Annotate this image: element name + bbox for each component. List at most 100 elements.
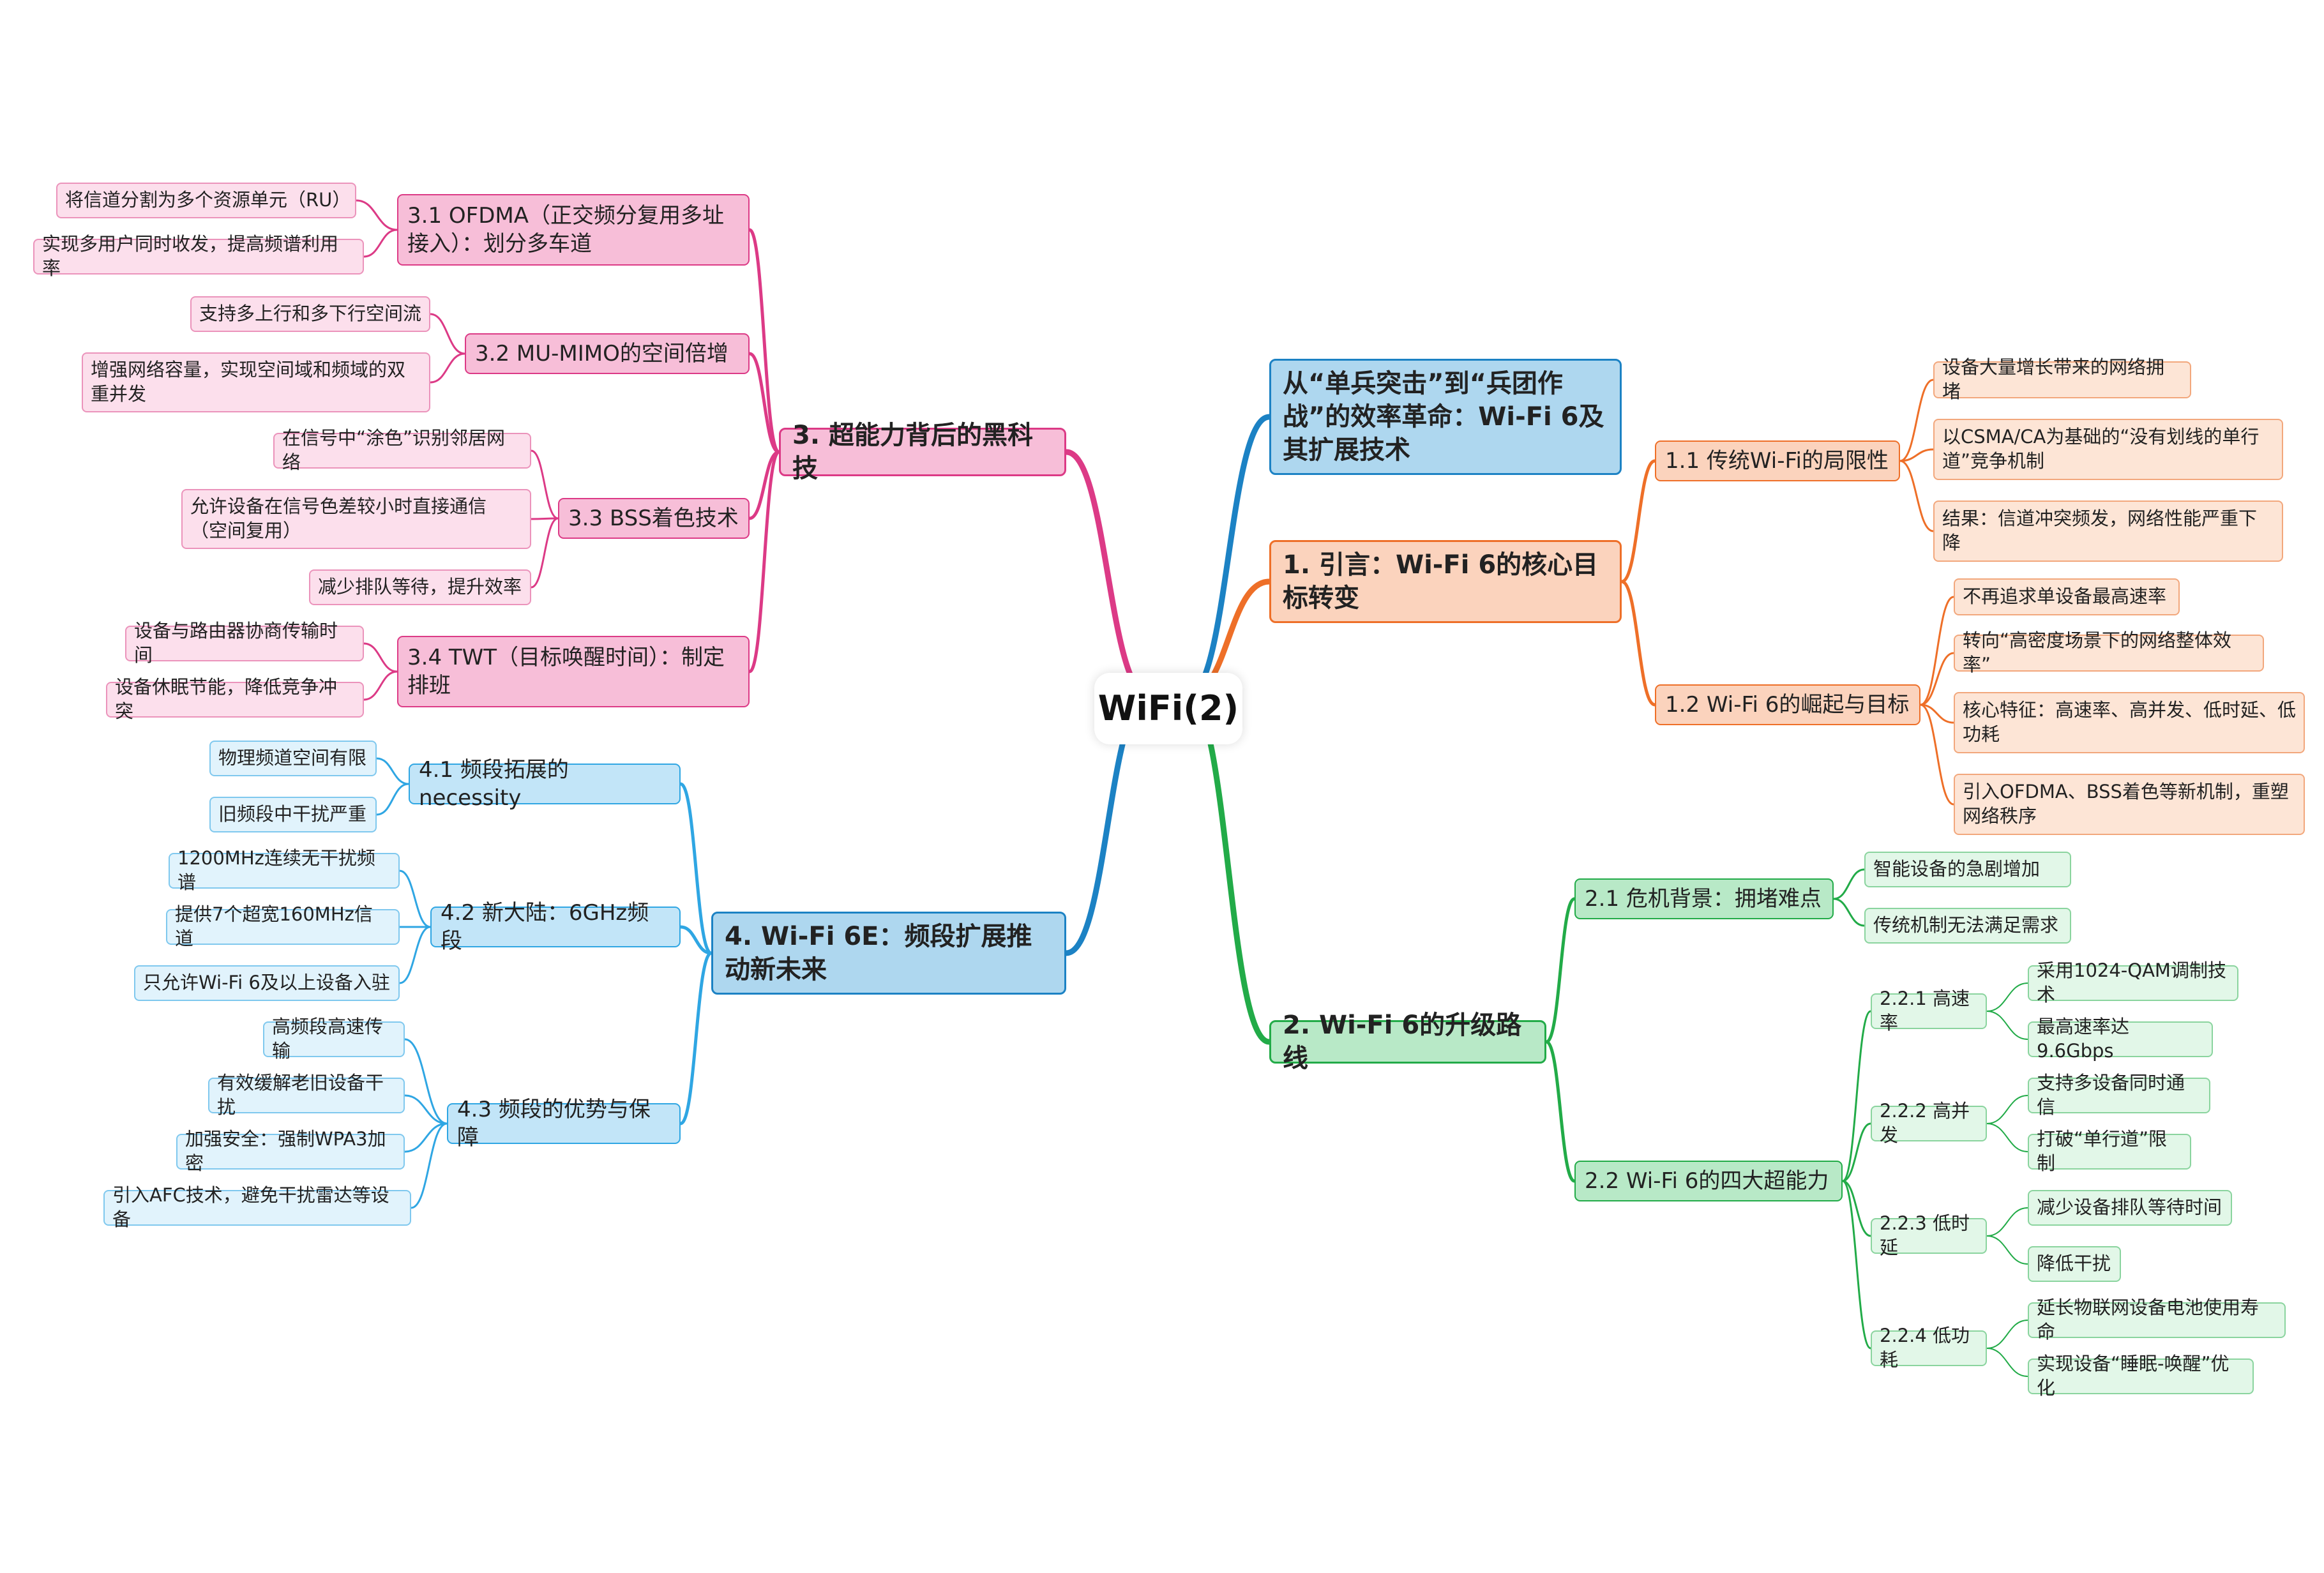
subtopic-2-2-2[interactable]: 2.2.2 高并发	[1871, 1100, 1987, 1146]
leaf-2-2-3-1[interactable]: 减少设备排队等待时间	[2028, 1190, 2232, 1226]
leaf-2-2-4-2[interactable]: 实现设备“睡眠-唤醒”优化	[2028, 1353, 2254, 1399]
connector	[748, 450, 781, 520]
connector	[1184, 693, 1272, 1045]
subtopic-3-4[interactable]: 3.4 TWT（目标唤醒时间）：制定排班	[397, 636, 750, 707]
connector	[1841, 1180, 1872, 1237]
connector	[530, 517, 559, 520]
connector	[1841, 1180, 1872, 1350]
connector	[679, 925, 713, 955]
leaf-4-3-2[interactable]: 有效缓解老旧设备干扰	[208, 1072, 405, 1118]
connector	[1919, 704, 1955, 806]
leaf-2-2-2-2[interactable]: 打破“单行道”限制	[2028, 1128, 2191, 1174]
connector	[375, 783, 410, 816]
connector	[1544, 1040, 1576, 1183]
subtopic-1-1[interactable]: 1.1 传统Wi-Fi的局限性	[1655, 440, 1900, 481]
connector	[404, 1038, 448, 1125]
leaf-1-2-2[interactable]: 转向“高密度场景下的网络整体效率”	[1954, 629, 2264, 675]
subtopic-2-2-3[interactable]: 2.2.3 低时延	[1871, 1212, 1987, 1258]
connector	[1919, 596, 1955, 706]
leaf-4-3-3[interactable]: 加强安全：强制WPA3加密	[176, 1128, 405, 1174]
leaf-1-2-3[interactable]: 核心特征：高速率、高并发、低时延、低功耗	[1954, 692, 2305, 753]
leaf-3-3-2[interactable]: 允许设备在信号色差较小时直接通信（空间复用）	[181, 489, 531, 549]
connector	[1986, 982, 2028, 1012]
connector	[1841, 1010, 1872, 1182]
leaf-2-2-4-1[interactable]: 延长物联网设备电池使用寿命	[2028, 1297, 2286, 1343]
connector	[748, 228, 781, 454]
subtopic-3-2[interactable]: 3.2 MU-MIMO的空间倍增	[465, 333, 750, 374]
leaf-1-2-4[interactable]: 引入OFDMA、BSS着色等新机制，重塑网络秩序	[1954, 774, 2305, 835]
leaf-1-1-3[interactable]: 结果：信道冲突频发，网络性能严重下降	[1933, 500, 2283, 562]
leaf-3-2-2[interactable]: 增强网络容量，实现空间域和频域的双重并发	[82, 352, 430, 412]
subtopic-4-1[interactable]: 4.1 频段拓展的 necessity	[409, 757, 681, 811]
leaf-3-4-2[interactable]: 设备休眠节能，降低竞争冲突	[106, 676, 364, 722]
leaf-3-4-1[interactable]: 设备与路由器协商传输时间	[125, 620, 364, 666]
connector	[429, 313, 466, 355]
connector	[1544, 897, 1576, 1044]
leaf-2-2-3-2[interactable]: 降低干扰	[2028, 1246, 2121, 1282]
leaf-4-2-1[interactable]: 1200MHz连续无干扰频谱	[169, 847, 400, 893]
connector	[363, 670, 398, 701]
leaf-2-1-1[interactable]: 智能设备的急剧增加	[1864, 852, 2071, 887]
subtopic-1-2[interactable]: 1.2 Wi-Fi 6的崛起与目标	[1655, 684, 1920, 725]
connector	[748, 352, 781, 454]
leaf-2-2-2-1[interactable]: 支持多设备同时通信	[2028, 1072, 2210, 1118]
leaf-4-3-4[interactable]: 引入AFC技术，避免干扰雷达等设备	[103, 1184, 411, 1230]
connector	[1184, 414, 1272, 699]
subtopic-2-2[interactable]: 2.2 Wi-Fi 6的四大超能力	[1574, 1161, 1843, 1201]
topic-summary[interactable]: 从“单兵突击”到“兵团作战”的效率革命：Wi-Fi 6及其扩展技术	[1269, 359, 1622, 475]
connector	[398, 926, 432, 984]
connector	[1986, 1095, 2028, 1124]
connector	[679, 782, 713, 955]
leaf-3-3-1[interactable]: 在信号中“涂色”识别邻居网络	[273, 427, 531, 473]
subtopic-3-1[interactable]: 3.1 OFDMA（正交频分复用多址接入）：划分多车道	[397, 194, 750, 266]
connector	[1832, 898, 1866, 927]
leaf-3-2-1[interactable]: 支持多上行和多下行空间流	[190, 296, 430, 332]
leaf-3-1-1[interactable]: 将信道分割为多个资源单元（RU）	[56, 183, 356, 218]
connector	[1899, 379, 1935, 462]
subtopic-4-2[interactable]: 4.2 新大陆：6GHz频段	[430, 900, 681, 954]
topic-wifi6e[interactable]: 4. Wi-Fi 6E：频段扩展推动新未来	[711, 912, 1066, 995]
connector	[1986, 1235, 2028, 1265]
connector	[404, 1122, 448, 1153]
connector	[1986, 1207, 2028, 1237]
leaf-4-2-2[interactable]: 提供7个超宽160MHz信道	[166, 903, 400, 949]
leaf-3-3-3[interactable]: 减少排队等待，提升效率	[309, 569, 531, 605]
leaf-1-1-1[interactable]: 设备大量增长带来的网络拥堵	[1933, 356, 2191, 402]
connector	[398, 869, 432, 928]
connector	[530, 517, 559, 589]
root-topic[interactable]: WiFi(2)	[1094, 673, 1242, 744]
connector	[1986, 1348, 2028, 1377]
topic-tech[interactable]: 3. 超能力背后的黑科技	[779, 421, 1066, 483]
connector	[748, 450, 781, 674]
topic-upgrade[interactable]: 2. Wi-Fi 6的升级路线	[1269, 1011, 1546, 1073]
connector	[1899, 460, 1935, 532]
leaf-4-1-1[interactable]: 物理频道空间有限	[209, 741, 377, 776]
subtopic-2-1[interactable]: 2.1 危机背景：拥堵难点	[1574, 878, 1834, 919]
subtopic-3-3[interactable]: 3.3 BSS着色技术	[558, 498, 750, 539]
connector	[355, 199, 398, 231]
subtopic-4-3[interactable]: 4.3 频段的优势与保障	[447, 1097, 681, 1150]
connector	[363, 229, 398, 258]
subtopic-2-2-4[interactable]: 2.2.4 低功耗	[1871, 1325, 1987, 1371]
leaf-4-2-3[interactable]: 只允许Wi-Fi 6及以上设备入驻	[134, 965, 400, 1001]
connector	[1986, 1320, 2028, 1349]
connector	[679, 951, 713, 1125]
leaf-4-1-2[interactable]: 旧频段中干扰严重	[209, 797, 377, 832]
connector	[429, 352, 466, 384]
connector	[1919, 704, 1955, 724]
leaf-2-2-1-2[interactable]: 最高速率达9.6Gbps	[2028, 1016, 2213, 1062]
connector	[375, 757, 410, 785]
connector	[1986, 1011, 2028, 1040]
connector	[363, 642, 398, 673]
leaf-2-2-1-1[interactable]: 采用1024-QAM调制技术	[2028, 960, 2238, 1005]
connector	[404, 1094, 448, 1125]
leaf-2-1-2[interactable]: 传统机制无法满足需求	[1864, 908, 2071, 944]
leaf-1-1-2[interactable]: 以CSMA/CA为基础的“没有划线的单行道”竞争机制	[1933, 419, 2283, 480]
leaf-4-3-1[interactable]: 高频段高速传输	[263, 1016, 405, 1062]
topic-intro[interactable]: 1. 引言：Wi-Fi 6的核心目标转变	[1269, 540, 1622, 623]
subtopic-2-2-1[interactable]: 2.2.1 高速率	[1871, 988, 1987, 1034]
leaf-1-2-1[interactable]: 不再追求单设备最高速率	[1954, 578, 2180, 615]
connector	[1899, 448, 1935, 462]
connector	[1986, 1123, 2028, 1152]
leaf-3-1-2[interactable]: 实现多用户同时收发，提高频谱利用率	[33, 233, 364, 279]
